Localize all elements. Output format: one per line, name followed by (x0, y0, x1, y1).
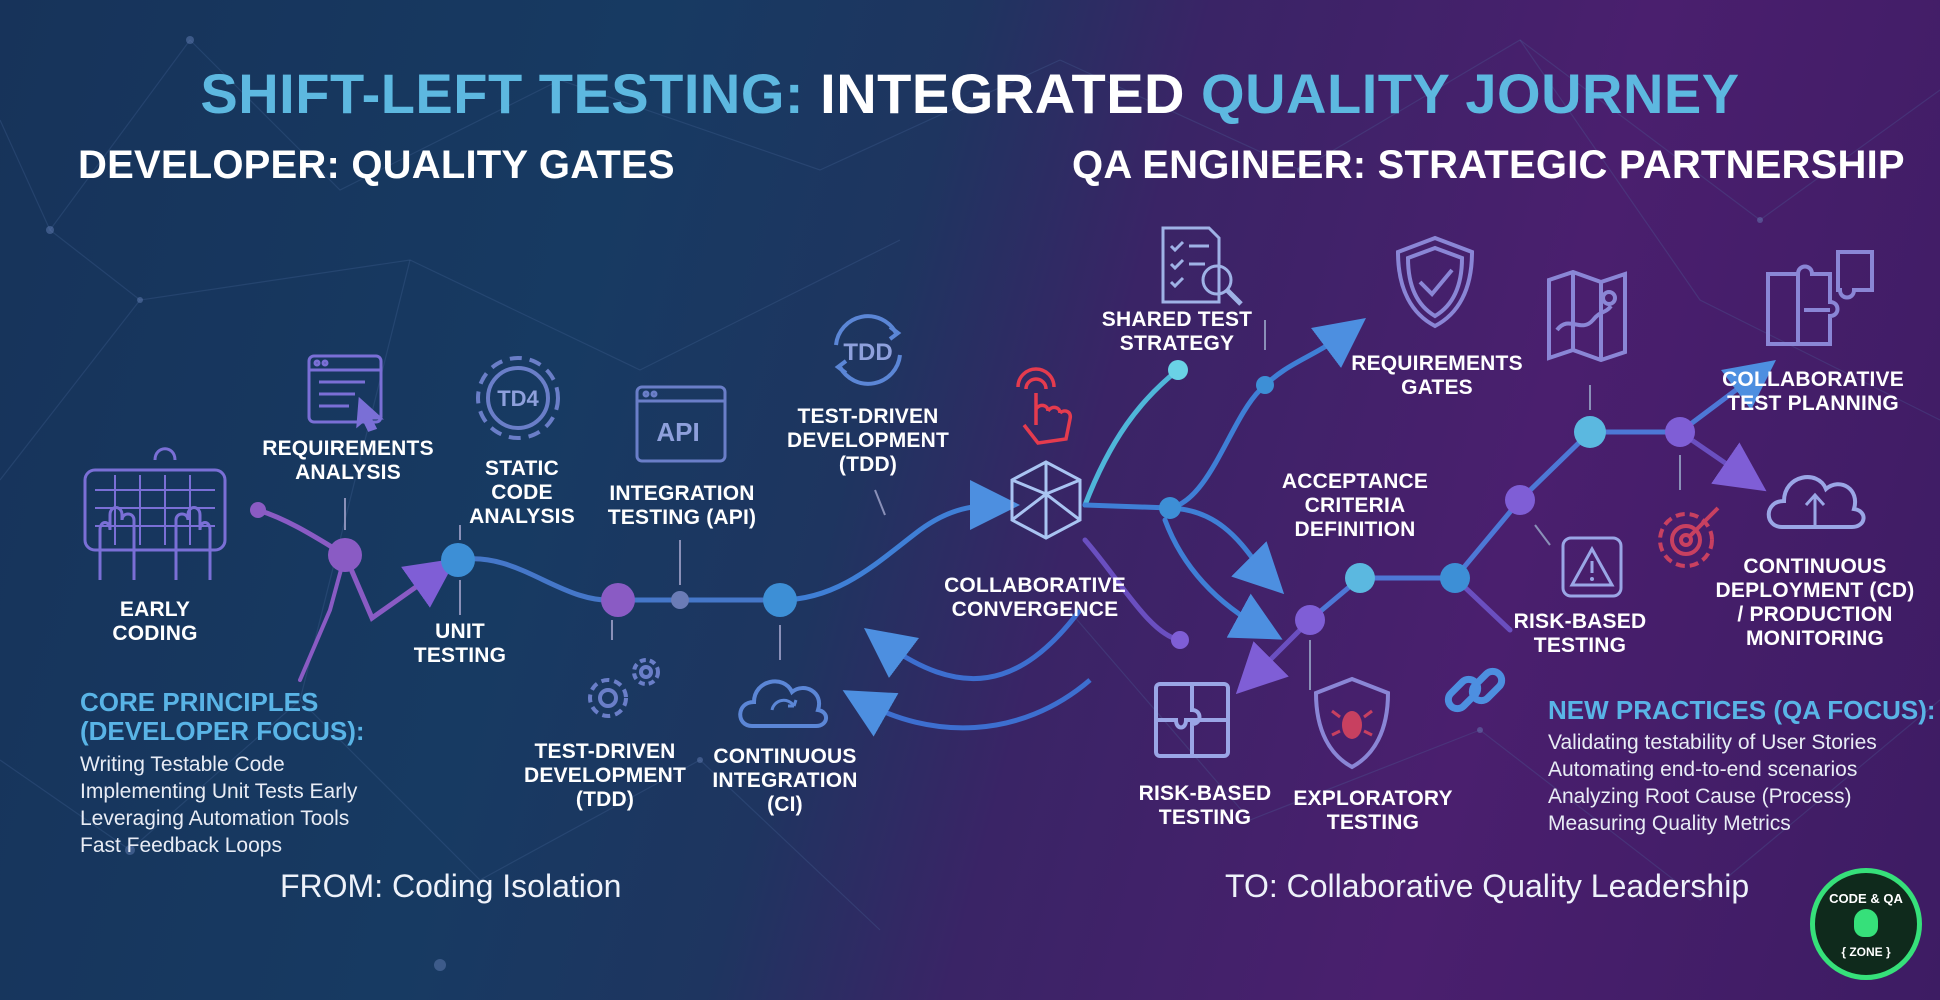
footer-from: FROM: Coding Isolation (280, 868, 622, 904)
label-tdd-bottom: TEST-DRIVEN DEVELOPMENT (TDD) (523, 740, 687, 812)
return-arrows (842, 608, 1092, 737)
label-collaborative-convergence: COLLABORATIVE CONVERGENCE (944, 574, 1126, 622)
label-requirements-gates: REQUIREMENTS GATES (1351, 352, 1523, 400)
qa-heading: QA ENGINEER: STRATEGIC PARTNERSHIP (1072, 143, 1905, 187)
tdd-cycle-icon: TDD (834, 314, 902, 386)
api-icon-text: API (656, 417, 699, 447)
core-principle-item: Writing Testable Code (80, 753, 285, 776)
label-continuous-integration: CONTINUOUS INTEGRATION (CI) (712, 745, 858, 817)
footer-to: TO: Collaborative Quality Leadership (1225, 868, 1750, 904)
badge-bottom-text: { ZONE } (1841, 945, 1891, 959)
webpage-cursor-icon (307, 354, 384, 432)
label-requirements-analysis: REQUIREMENTS ANALYSIS (262, 437, 434, 485)
title-part-1: SHIFT-LEFT TESTING: (200, 62, 805, 125)
new-practice-item: Measuring Quality Metrics (1548, 812, 1791, 835)
label-acceptance-criteria: ACCEPTANCE CRITERIA DEFINITION (1281, 470, 1429, 542)
label-unit-testing: UNIT TESTING (413, 620, 507, 668)
developer-heading: DEVELOPER: QUALITY GATES (78, 143, 675, 187)
new-practices-heading: NEW PRACTICES (QA FOCUS): (1548, 695, 1936, 725)
label-exploratory-testing: EXPLORATORY TESTING (1293, 787, 1453, 835)
label-collaborative-test-planning: COLLABORATIVE TEST PLANNING (1722, 368, 1904, 416)
label-tdd-top: TEST-DRIVEN DEVELOPMENT (TDD) (786, 405, 950, 477)
new-practice-item: Automating end-to-end scenarios (1548, 758, 1858, 781)
gear-icon-text: TD4 (497, 386, 539, 411)
label-early-coding: EARLY CODING (112, 598, 198, 646)
cloud-upload-icon (1766, 475, 1866, 529)
title-part-2: INTEGRATED (820, 62, 1185, 125)
puzzle-icon-top (1766, 250, 1874, 346)
map-pin-icon (1547, 270, 1627, 362)
shield-bug-icon (1313, 676, 1391, 770)
path-nodes (250, 360, 1695, 649)
core-principle-item: Implementing Unit Tests Early (80, 780, 358, 803)
code-qa-zone-badge: CODE & QA { ZONE } (1810, 868, 1922, 980)
developer-path (255, 480, 1020, 682)
page-title: SHIFT-LEFT TESTING: INTEGRATED QUALITY J… (0, 62, 1940, 126)
tap-hand-icon (1016, 367, 1073, 445)
gear-td4-icon: TD4 (476, 356, 560, 440)
label-risk-based-testing-right: RISK-BASED TESTING (1513, 610, 1647, 658)
title-part-3: QUALITY JOURNEY (1201, 62, 1740, 125)
core-principle-item: Leveraging Automation Tools (80, 807, 350, 830)
checklist-search-icon (1161, 226, 1243, 306)
connector-ticks (344, 320, 1681, 690)
bug-icon (1854, 909, 1878, 937)
keyboard-hands-icon (83, 447, 227, 580)
label-continuous-deployment: CONTINUOUS DEPLOYMENT (CD) / PRODUCTION … (1715, 555, 1915, 651)
core-principle-item: Fast Feedback Loops (80, 834, 282, 857)
puzzle-icon-bottom (1154, 682, 1230, 758)
polyhedron-icon (1010, 460, 1082, 540)
label-static-code-analysis: STATIC CODE ANALYSIS (469, 457, 575, 529)
new-practice-item: Analyzing Root Cause (Process) (1548, 785, 1852, 808)
gears-icon (588, 658, 660, 718)
label-risk-based-testing-left: RISK-BASED TESTING (1138, 782, 1272, 830)
tdd-icon-text: TDD (843, 339, 892, 366)
label-integration-testing: INTEGRATION TESTING (API) (607, 482, 757, 530)
badge-top-text: CODE & QA (1829, 891, 1903, 906)
new-practice-item: Validating testability of User Stories (1548, 731, 1877, 754)
gear-target-icon (1658, 506, 1720, 568)
core-principles-heading: CORE PRINCIPLES (DEVELOPER FOCUS): (80, 687, 365, 746)
label-shared-test-strategy: SHARED TEST STRATEGY (1101, 308, 1253, 356)
shield-check-icon (1395, 235, 1475, 329)
chain-link-icon (1444, 667, 1506, 713)
cloud-sync-icon (738, 679, 828, 728)
api-window-icon: API (635, 385, 727, 463)
warning-icon (1561, 536, 1623, 598)
